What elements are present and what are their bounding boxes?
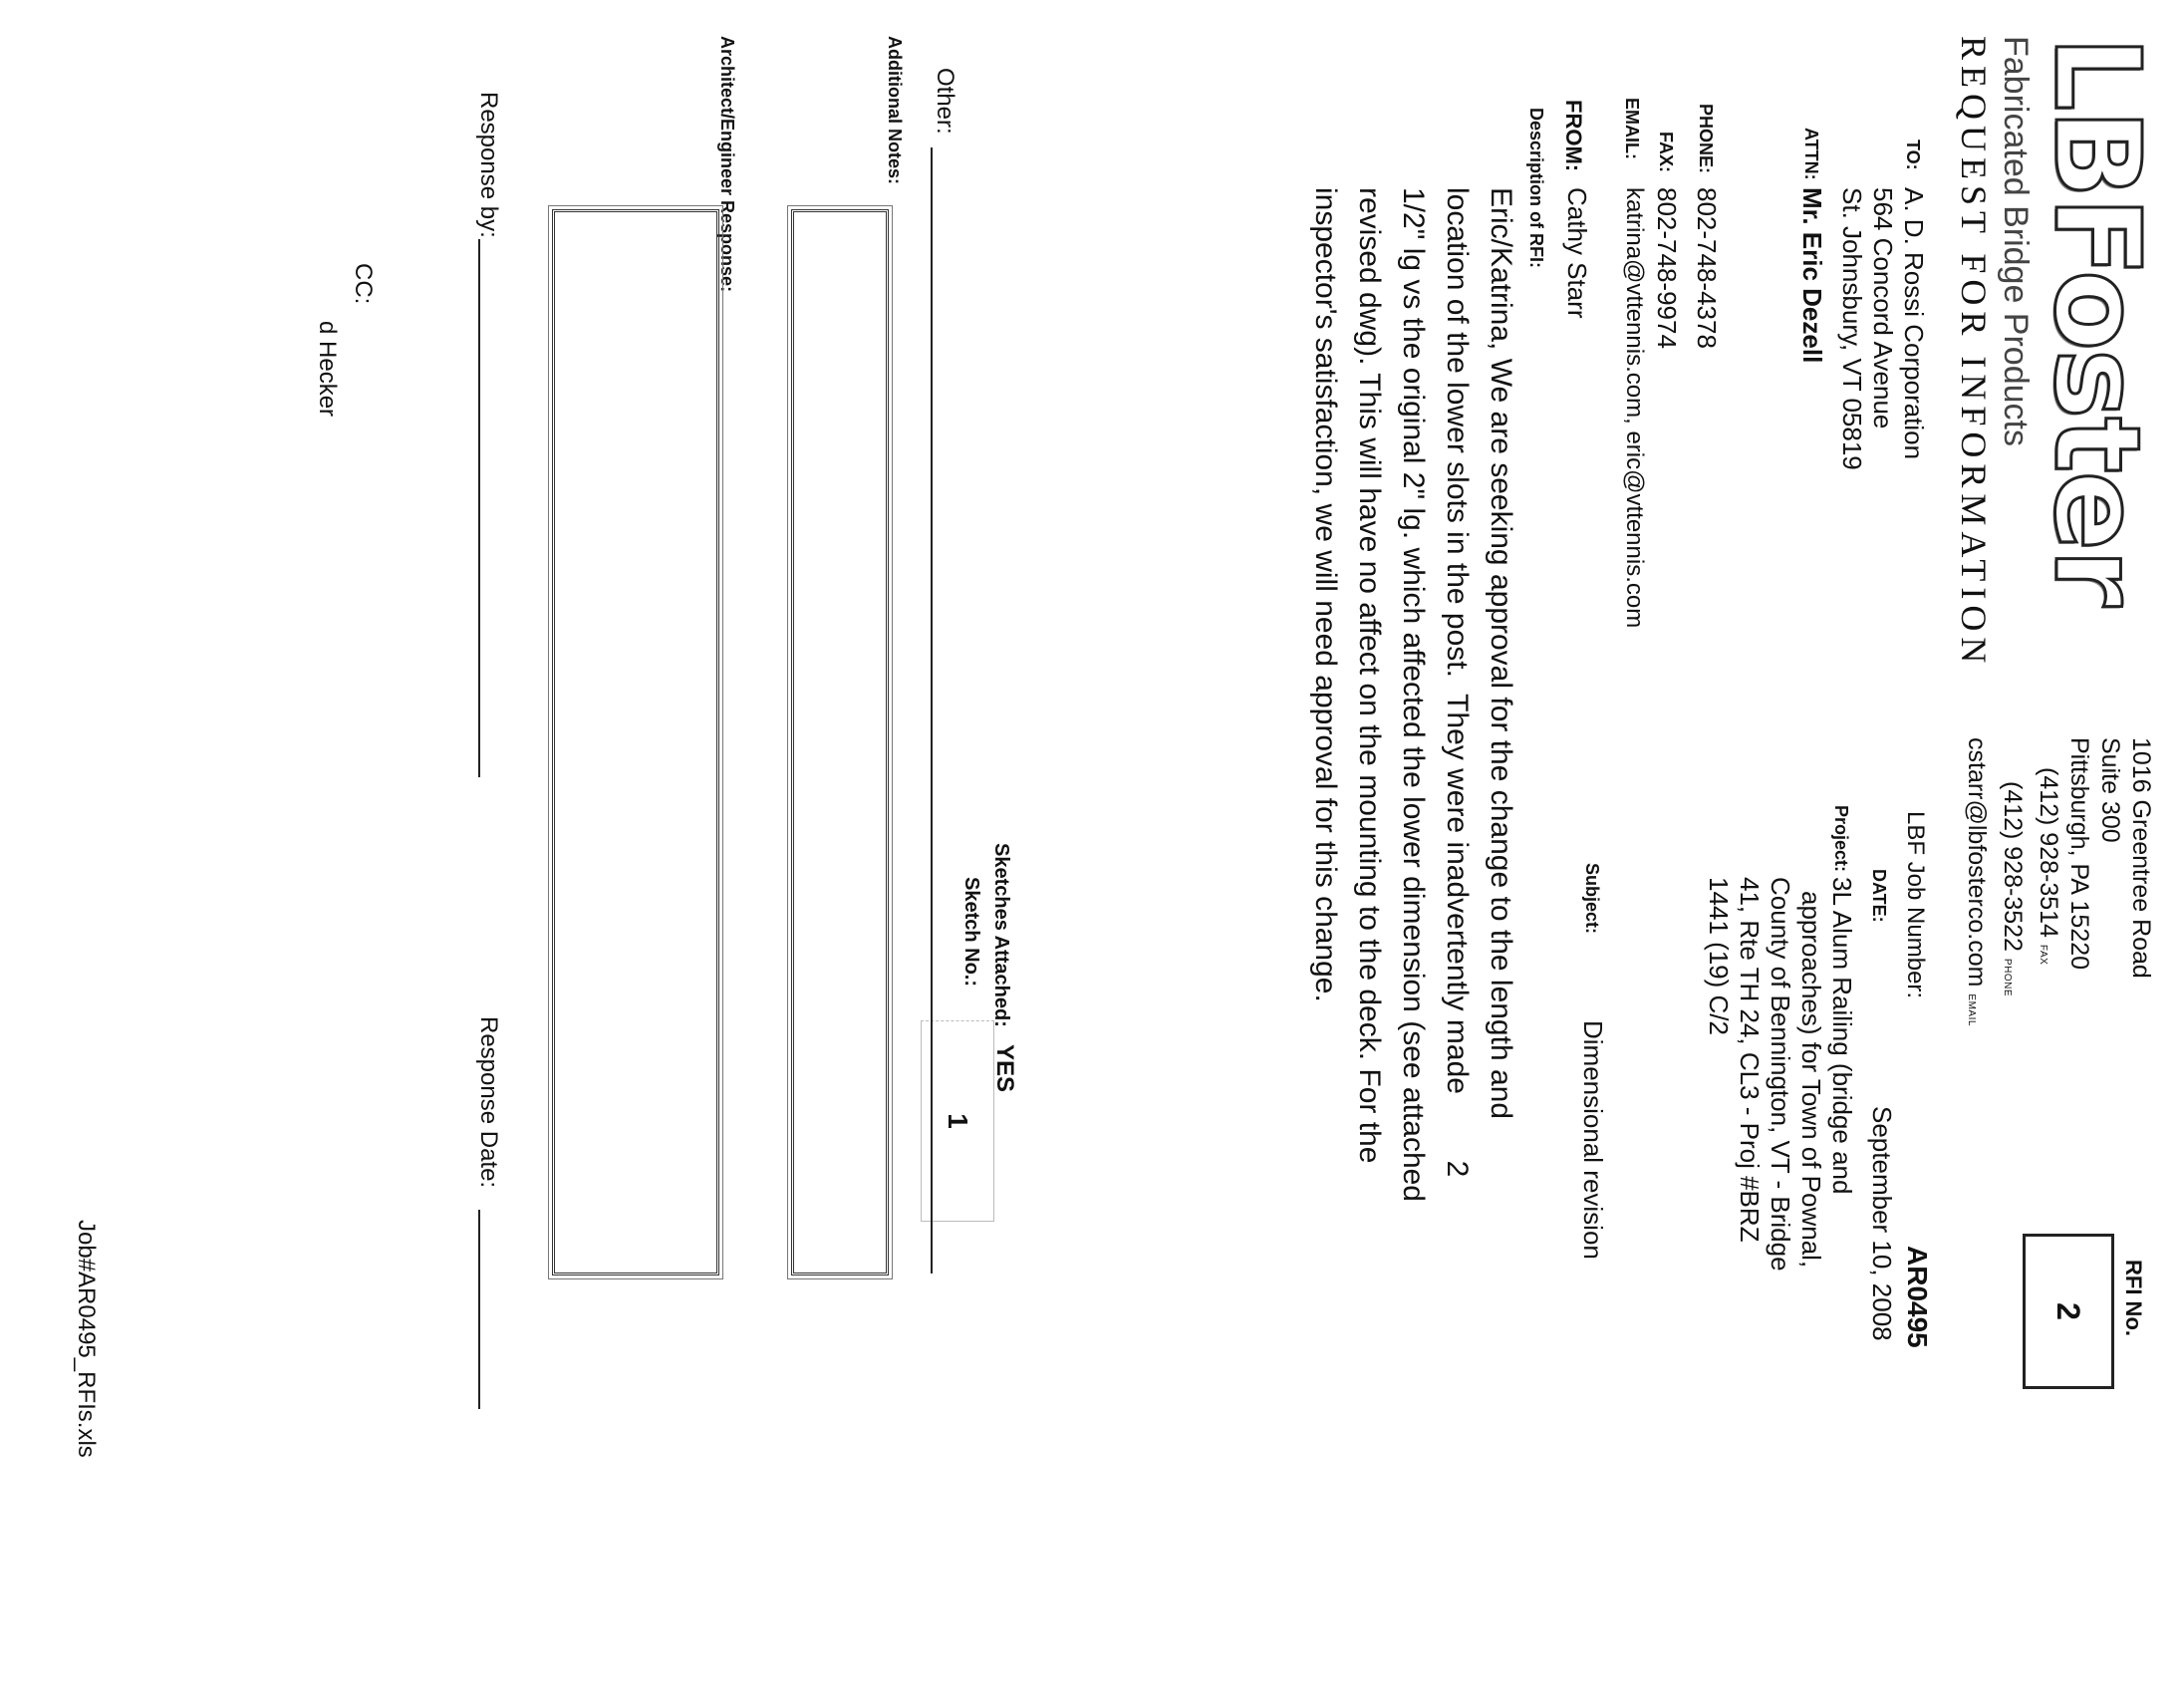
description-line: location of the lower slots in the post.… (1441, 187, 1474, 1178)
engineer-response-box[interactable] (551, 183, 720, 1301)
other-line[interactable] (931, 147, 933, 1274)
engineer-response-label: Architect/Engineer Response: (717, 36, 737, 293)
rfi-number-label: RFI No. (2121, 1260, 2146, 1336)
description-line: revised dwg). This will have no affect o… (1353, 187, 1386, 1164)
response-by-line[interactable] (478, 239, 480, 777)
to-address: A. D. Rossi Corporation 564 Concord Aven… (1836, 187, 1929, 470)
additional-notes-label: Additional Notes: (885, 36, 905, 184)
lbfoster-logo: LBFoster (2028, 35, 2168, 607)
attn-value: Mr. Eric Dezell (1797, 187, 1827, 364)
address-city: Pittsburgh, PA 15220 (2065, 737, 2093, 971)
fax-number: (412) 928-3514 (2035, 767, 2062, 938)
other-label: Other: (932, 68, 958, 135)
response-by-label: Response by: (475, 92, 502, 238)
address-phone: (412) 928-3522 PHONE (1992, 737, 2028, 1026)
additional-notes-box[interactable] (790, 165, 890, 1319)
to-line-1: A. D. Rossi Corporation (1899, 187, 1929, 460)
project-description: 3L Alum Railing (bridge and approaches) … (1703, 877, 1857, 1272)
description-label: Description of RFI: (1526, 108, 1546, 268)
description-line: inspector's satisfaction, we will need a… (1309, 187, 1342, 1002)
footer-filename: Job#AR0495_RFIs.xls (73, 1220, 100, 1458)
tagline: Fabricated Bridge Products (1997, 36, 2035, 446)
phone-tag: PHONE (2002, 958, 2013, 996)
sketches-attached-label: Sketches Attached: (990, 843, 1012, 1027)
email-tag: EMAIL (1966, 993, 1977, 1026)
phone-label: PHONE: (1696, 104, 1716, 174)
fax-value: 802-748-9974 (1652, 187, 1682, 349)
address-fax: (412) 928-3514 FAX (2028, 737, 2063, 1026)
sketches-attached-value: YES (991, 1044, 1018, 1093)
address-suite: Suite 300 (2096, 737, 2124, 843)
project-line: 1441 (19) C/2 (1704, 877, 1734, 1035)
to-line-3: St. Johnsbury, VT 05819 (1837, 187, 1867, 470)
subject-value: Dimensional revision (1578, 1020, 1608, 1260)
project-line: 41, Rte TH 24, CL3 - Proj #BRZ (1735, 877, 1765, 1243)
email-label: EMAIL: (1622, 98, 1642, 159)
response-date-label: Response Date: (475, 1016, 502, 1189)
attn-label: ATTN: (1801, 128, 1821, 180)
date-value: September 10, 2008 (1867, 1106, 1897, 1341)
job-number: AR0495 (1902, 1246, 1933, 1348)
form-title: REQUEST FOR INFORMATION (1954, 36, 1994, 670)
description-line: 1/2" lg vs the original 2" lg. which aff… (1397, 187, 1430, 1202)
address-street: 1016 Greentree Road (2127, 737, 2155, 979)
phone-value: 802-748-4378 (1692, 187, 1722, 349)
email-value: katrina@vttennis.com, eric@vttennis.com (1621, 187, 1648, 629)
address-email: cstarr@lbfosterco.com EMAIL (1956, 737, 1992, 1026)
from-label: FROM: (1561, 100, 1586, 172)
from-value: Cathy Starr (1562, 187, 1592, 319)
cc-label: CC: (350, 263, 377, 305)
cc-value: d Hecker (314, 321, 341, 418)
project-line: approaches) for Town of Pownal, (1796, 891, 1826, 1269)
project-label: Project: (1831, 805, 1851, 873)
subject-label: Subject: (1582, 863, 1602, 935)
description-line: Eric/Katrina, We are seeking approval fo… (1485, 187, 1517, 1120)
email-address: cstarr@lbfosterco.com (1963, 737, 1991, 988)
phone-number: (412) 928-3522 (1999, 781, 2027, 952)
fax-tag: FAX (2038, 944, 2048, 966)
description-text: Eric/Katrina, We are seeking approval fo… (1303, 187, 1522, 1202)
project-line: County of Bennington, VT - Bridge (1766, 877, 1795, 1272)
date-label: DATE: (1869, 869, 1889, 923)
company-address: 1016 Greentree Road Suite 300 Pittsburgh… (1956, 737, 2156, 1026)
project-line: 3L Alum Railing (bridge and (1827, 877, 1857, 1195)
fax-label: FAX: (1656, 132, 1676, 173)
to-label: TO: (1903, 140, 1923, 170)
job-number-label: LBF Job Number: (1902, 811, 1929, 999)
sketch-number-label: Sketch No.: (960, 877, 982, 988)
to-line-2: 564 Concord Avenue (1868, 187, 1898, 429)
rfi-number-box: 2 (2023, 1234, 2114, 1389)
response-date-line[interactable] (478, 1210, 480, 1409)
